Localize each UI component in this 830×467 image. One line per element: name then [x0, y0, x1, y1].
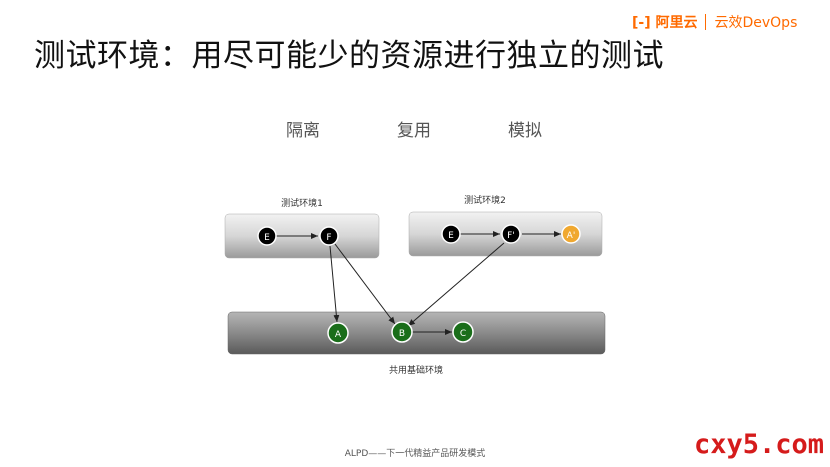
- svg-text:A': A': [567, 231, 576, 241]
- edge-f-to-a: [329, 245, 340, 323]
- concept-reuse: 复用: [397, 121, 431, 141]
- concept-list: 隔离 复用 模拟: [0, 116, 830, 141]
- aliyun-logo: [-] 阿里云: [632, 15, 698, 31]
- svg-text:E: E: [448, 231, 454, 241]
- concept-simulate: 模拟: [508, 121, 542, 141]
- shared-env-box: [227, 311, 606, 355]
- env1-label: 测试环境1: [281, 197, 323, 209]
- node-env1-f: F: [319, 226, 339, 246]
- concept-isolation: 隔离: [286, 121, 320, 141]
- node-env2-f-prime: F': [501, 224, 521, 244]
- svg-text:F': F': [507, 231, 515, 241]
- svg-text:B: B: [399, 329, 405, 339]
- node-env1-e: E: [257, 226, 277, 246]
- node-env2-a-prime: A': [561, 224, 581, 244]
- svg-text:E: E: [264, 233, 270, 243]
- edge-f-to-b: [334, 243, 396, 325]
- node-env2-e: E: [441, 224, 461, 244]
- page-title: 测试环境：用尽可能少的资源进行独立的测试: [34, 38, 664, 74]
- node-shared-b: B: [391, 321, 413, 343]
- brand-divider: [705, 14, 707, 30]
- product-name: 云效DevOps: [714, 15, 798, 31]
- footer-text: ALPD——下一代精益产品研发模式: [344, 449, 486, 459]
- shared-env-label: 共用基础环境: [389, 364, 443, 376]
- svg-text:F: F: [326, 233, 331, 243]
- svg-text:C: C: [460, 329, 466, 339]
- brand-header: [-] 阿里云 云效DevOps: [632, 12, 797, 32]
- env2-label: 测试环境2: [464, 194, 506, 206]
- svg-text:A: A: [335, 330, 342, 340]
- edge-f-prime-to-b: [407, 242, 505, 327]
- node-shared-a: A: [327, 322, 349, 344]
- watermark: cxy5.com: [693, 429, 824, 460]
- node-shared-c: C: [452, 321, 474, 343]
